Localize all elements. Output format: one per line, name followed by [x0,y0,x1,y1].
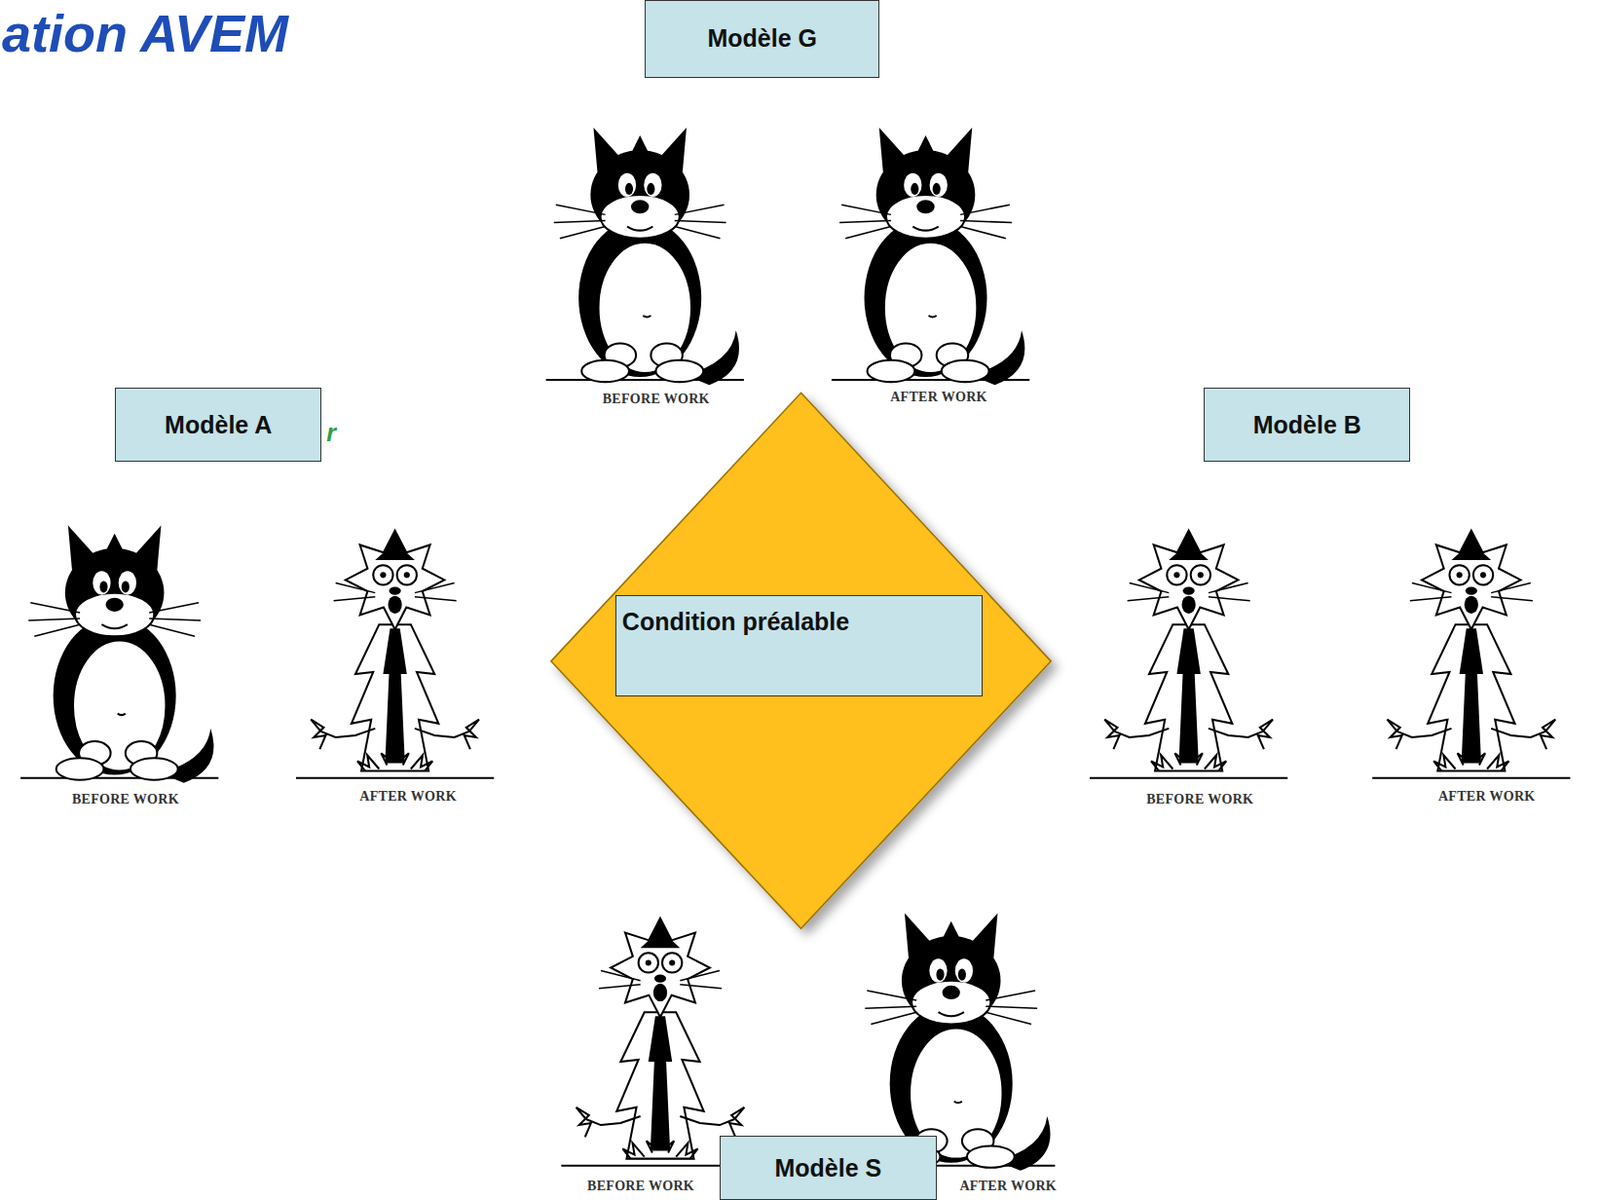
box-label: Condition préalable [622,607,850,636]
cat-caption: BEFORE WORK [587,1178,695,1193]
condition-box: Condition préalable [615,595,983,697]
cat-caption: AFTER WORK [959,1178,1057,1193]
cat-caption: AFTER WORK [890,389,988,405]
model-box: Modèle G [644,0,880,78]
cat-caption: AFTER WORK [1438,788,1536,804]
frazzled-cat [296,530,494,779]
text-fragment: r [326,419,336,447]
cat-caption: BEFORE WORK [602,391,710,407]
frazzled-cat [560,918,759,1166]
calm-cat [856,913,1055,1171]
calm-cat [20,525,219,783]
box-label: Modèle S [774,1153,882,1183]
cat-caption: AFTER WORK [359,788,457,804]
slide-title: ation AVEM [1,1,289,66]
model-box: Modèle S [719,1135,937,1200]
box-label: Modèle B [1253,410,1362,440]
calm-cat [831,127,1030,385]
decision-diamond [551,392,1051,929]
model-box: Modèle B [1203,387,1411,461]
model-box: Modèle A [114,387,322,461]
frazzled-cat [1372,530,1570,779]
box-label: Modèle A [164,410,272,440]
calm-cat [546,127,745,385]
box-label: Modèle G [706,24,818,53]
cat-caption: BEFORE WORK [72,791,180,807]
frazzled-cat [1089,530,1288,779]
cat-caption: BEFORE WORK [1146,791,1254,807]
